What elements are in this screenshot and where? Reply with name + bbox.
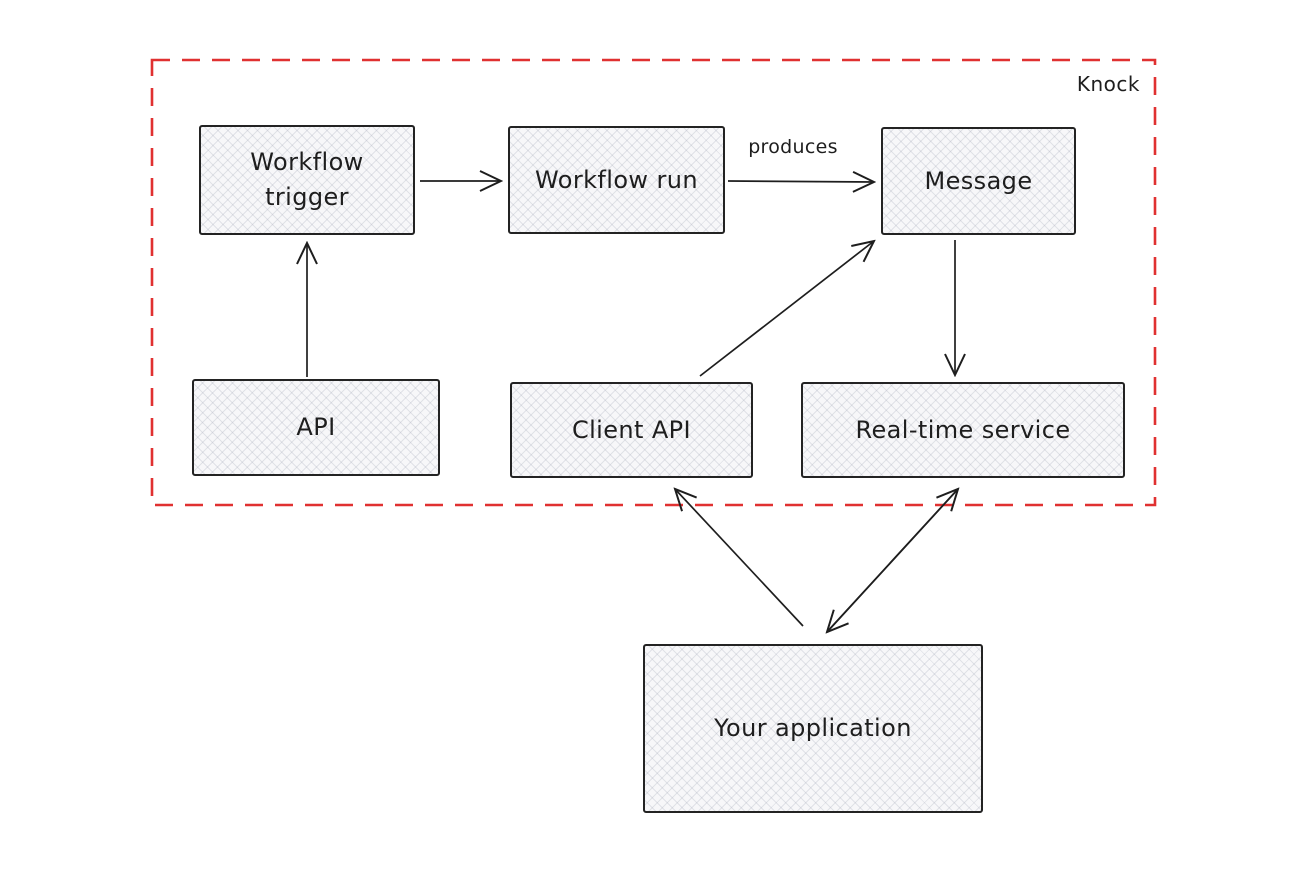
node-label: API xyxy=(296,413,336,442)
edge-label-produces: produces xyxy=(748,136,838,158)
node-label: Message xyxy=(924,166,1033,195)
node-label: Your application xyxy=(714,714,912,743)
node-label: Client API xyxy=(571,415,692,444)
arrow-workflow-run-to-message xyxy=(727,181,874,182)
node-your-application: Your application xyxy=(643,644,983,813)
knock-boundary xyxy=(150,58,1157,507)
node-label: Workflow trigger xyxy=(250,148,364,211)
arrow-realtime-service-to-your-application xyxy=(827,488,959,632)
node-workflow-run: Workflow run xyxy=(508,126,725,234)
node-label: Workflow run xyxy=(535,165,698,194)
node-client-api: Client API xyxy=(510,382,753,478)
arrow-client-api-to-message xyxy=(699,241,874,377)
arrow-your-application-to-client-api xyxy=(675,489,804,627)
node-realtime-service: Real-time service xyxy=(801,382,1125,478)
node-label: Real-time service xyxy=(855,415,1071,444)
node-message: Message xyxy=(881,127,1076,235)
node-api: API xyxy=(192,379,440,476)
node-workflow-trigger: Workflow trigger xyxy=(199,125,415,235)
knock-boundary-label: Knock xyxy=(1076,72,1140,96)
